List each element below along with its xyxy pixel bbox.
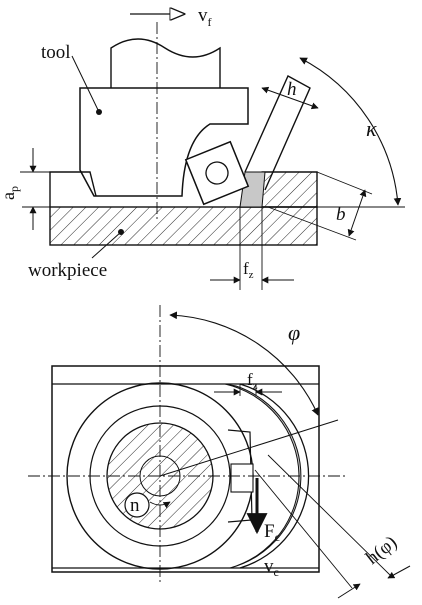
- b-ext-upper: [316, 171, 373, 195]
- hphi-ext-inner: [254, 469, 353, 589]
- n-label: n: [130, 495, 140, 516]
- cutting-insert: [184, 140, 250, 206]
- b-label: b: [336, 204, 346, 225]
- phi-arc: [169, 311, 319, 416]
- hphi-dim-line-outer: [387, 565, 411, 579]
- tool-label: tool: [41, 42, 71, 63]
- hphi-ext-outer: [267, 454, 391, 576]
- tool-body: [79, 87, 249, 197]
- b-ext-lower: [267, 206, 357, 241]
- cutting-edge-strip: [244, 75, 311, 191]
- fz-bottom-label: fz: [247, 370, 258, 392]
- hphi-dim-line: [337, 583, 361, 599]
- workpiece-step: [49, 171, 97, 207]
- b-dim-line: [347, 189, 367, 237]
- workpiece-leader: [91, 231, 122, 259]
- rotation-arrow: [149, 501, 171, 509]
- h-label: h: [287, 79, 297, 100]
- tool-shank: [110, 38, 221, 88]
- fz-top-label: fz: [243, 259, 254, 281]
- kappa-arc: [299, 57, 402, 206]
- workpiece-label: workpiece: [28, 260, 107, 281]
- tool-leader: [71, 55, 100, 113]
- phi-label: φ: [288, 320, 300, 345]
- vc-label: vc: [264, 556, 279, 579]
- hphi-label: h(φ): [362, 532, 401, 569]
- workpiece-base: [49, 206, 318, 246]
- vf-label: vf: [198, 5, 212, 29]
- top-view: φ fz n Fc vc h(φ): [28, 305, 411, 599]
- radial-line: [159, 419, 339, 477]
- fc-label: Fc: [264, 521, 280, 544]
- insert-pocket: [230, 463, 254, 493]
- kappa-label: κ: [366, 116, 377, 141]
- ap-label: ap: [0, 186, 21, 200]
- chip-crescent: [224, 383, 302, 569]
- side-view: vf tool h κ: [0, 5, 405, 290]
- rotation-circle: [124, 492, 150, 518]
